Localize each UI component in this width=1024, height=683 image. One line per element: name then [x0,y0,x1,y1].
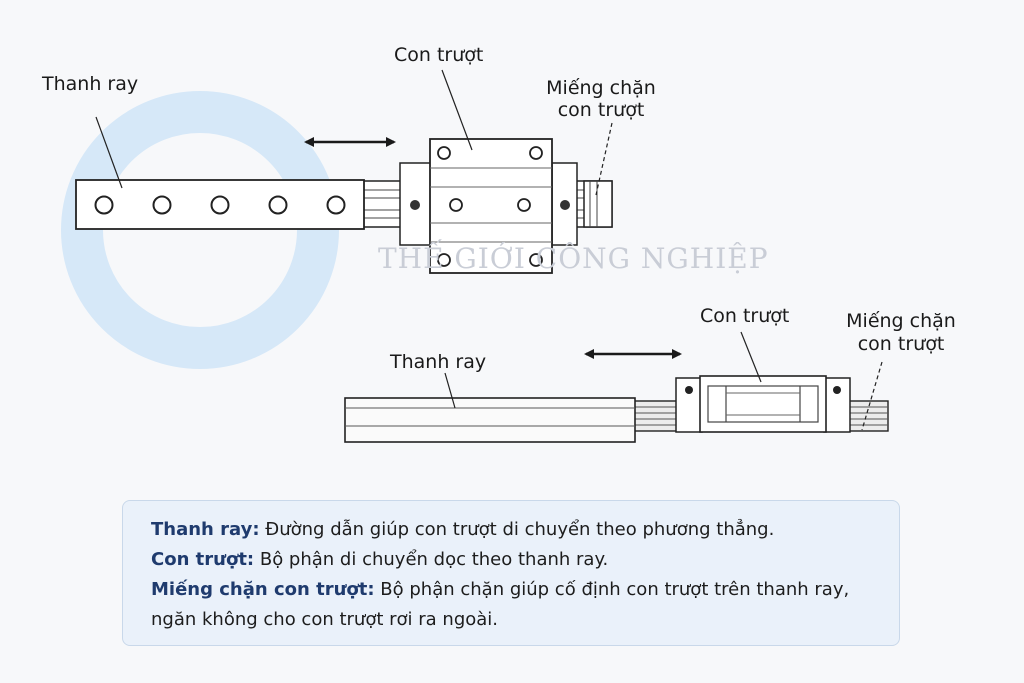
legend-continuation: ngăn không cho con trượt rơi ra ngoài. [151,609,499,630]
side-stopper-label-line2: con trượt [858,333,945,355]
legend-item-slider: Con trượt: Bộ phận di chuyển dọc theo th… [151,545,899,575]
top-rail-label: Thanh ray [41,73,138,95]
side-rail-label: Thanh ray [389,351,486,373]
side-slider-block [699,375,827,433]
legend-term: Con trượt: [151,549,255,570]
top-stopper-label-line1: Miếng chặn [546,77,656,99]
side-stopper-label-line1: Miếng chặn [846,310,956,332]
legend-item-rail: Thanh ray: Đường dẫn giúp con trượt di c… [151,515,899,545]
top-view: Thanh ray Con trượt Miếng chặn con trượt [41,44,656,274]
side-rail [344,397,636,443]
top-slider-label: Con trượt [394,44,483,66]
legend-term: Thanh ray: [151,519,260,540]
rail-holes [94,195,346,215]
legend-desc: Bộ phận chặn giúp cố định con trượt trên… [374,579,850,600]
legend-box: Thanh ray: Đường dẫn giúp con trượt di c… [122,500,900,646]
legend-desc: Đường dẫn giúp con trượt di chuyển theo … [259,519,775,540]
side-slider-label: Con trượt [700,305,789,327]
top-stopper [583,180,613,228]
legend-term: Miếng chặn con trượt: [151,579,375,600]
watermark-ring [61,91,339,369]
top-slider-block [429,138,553,274]
watermark-text: THẾ GIỚI CÔNG NGHIỆP [378,239,769,275]
top-stopper-label-line2: con trượt [558,99,645,121]
legend-item-stopper: Miếng chặn con trượt: Bộ phận chặn giúp … [151,575,899,605]
side-view: Thanh ray Con trượt Miếng chặn con trượt [344,305,956,443]
legend-desc: Bộ phận di chuyển dọc theo thanh ray. [254,549,609,570]
